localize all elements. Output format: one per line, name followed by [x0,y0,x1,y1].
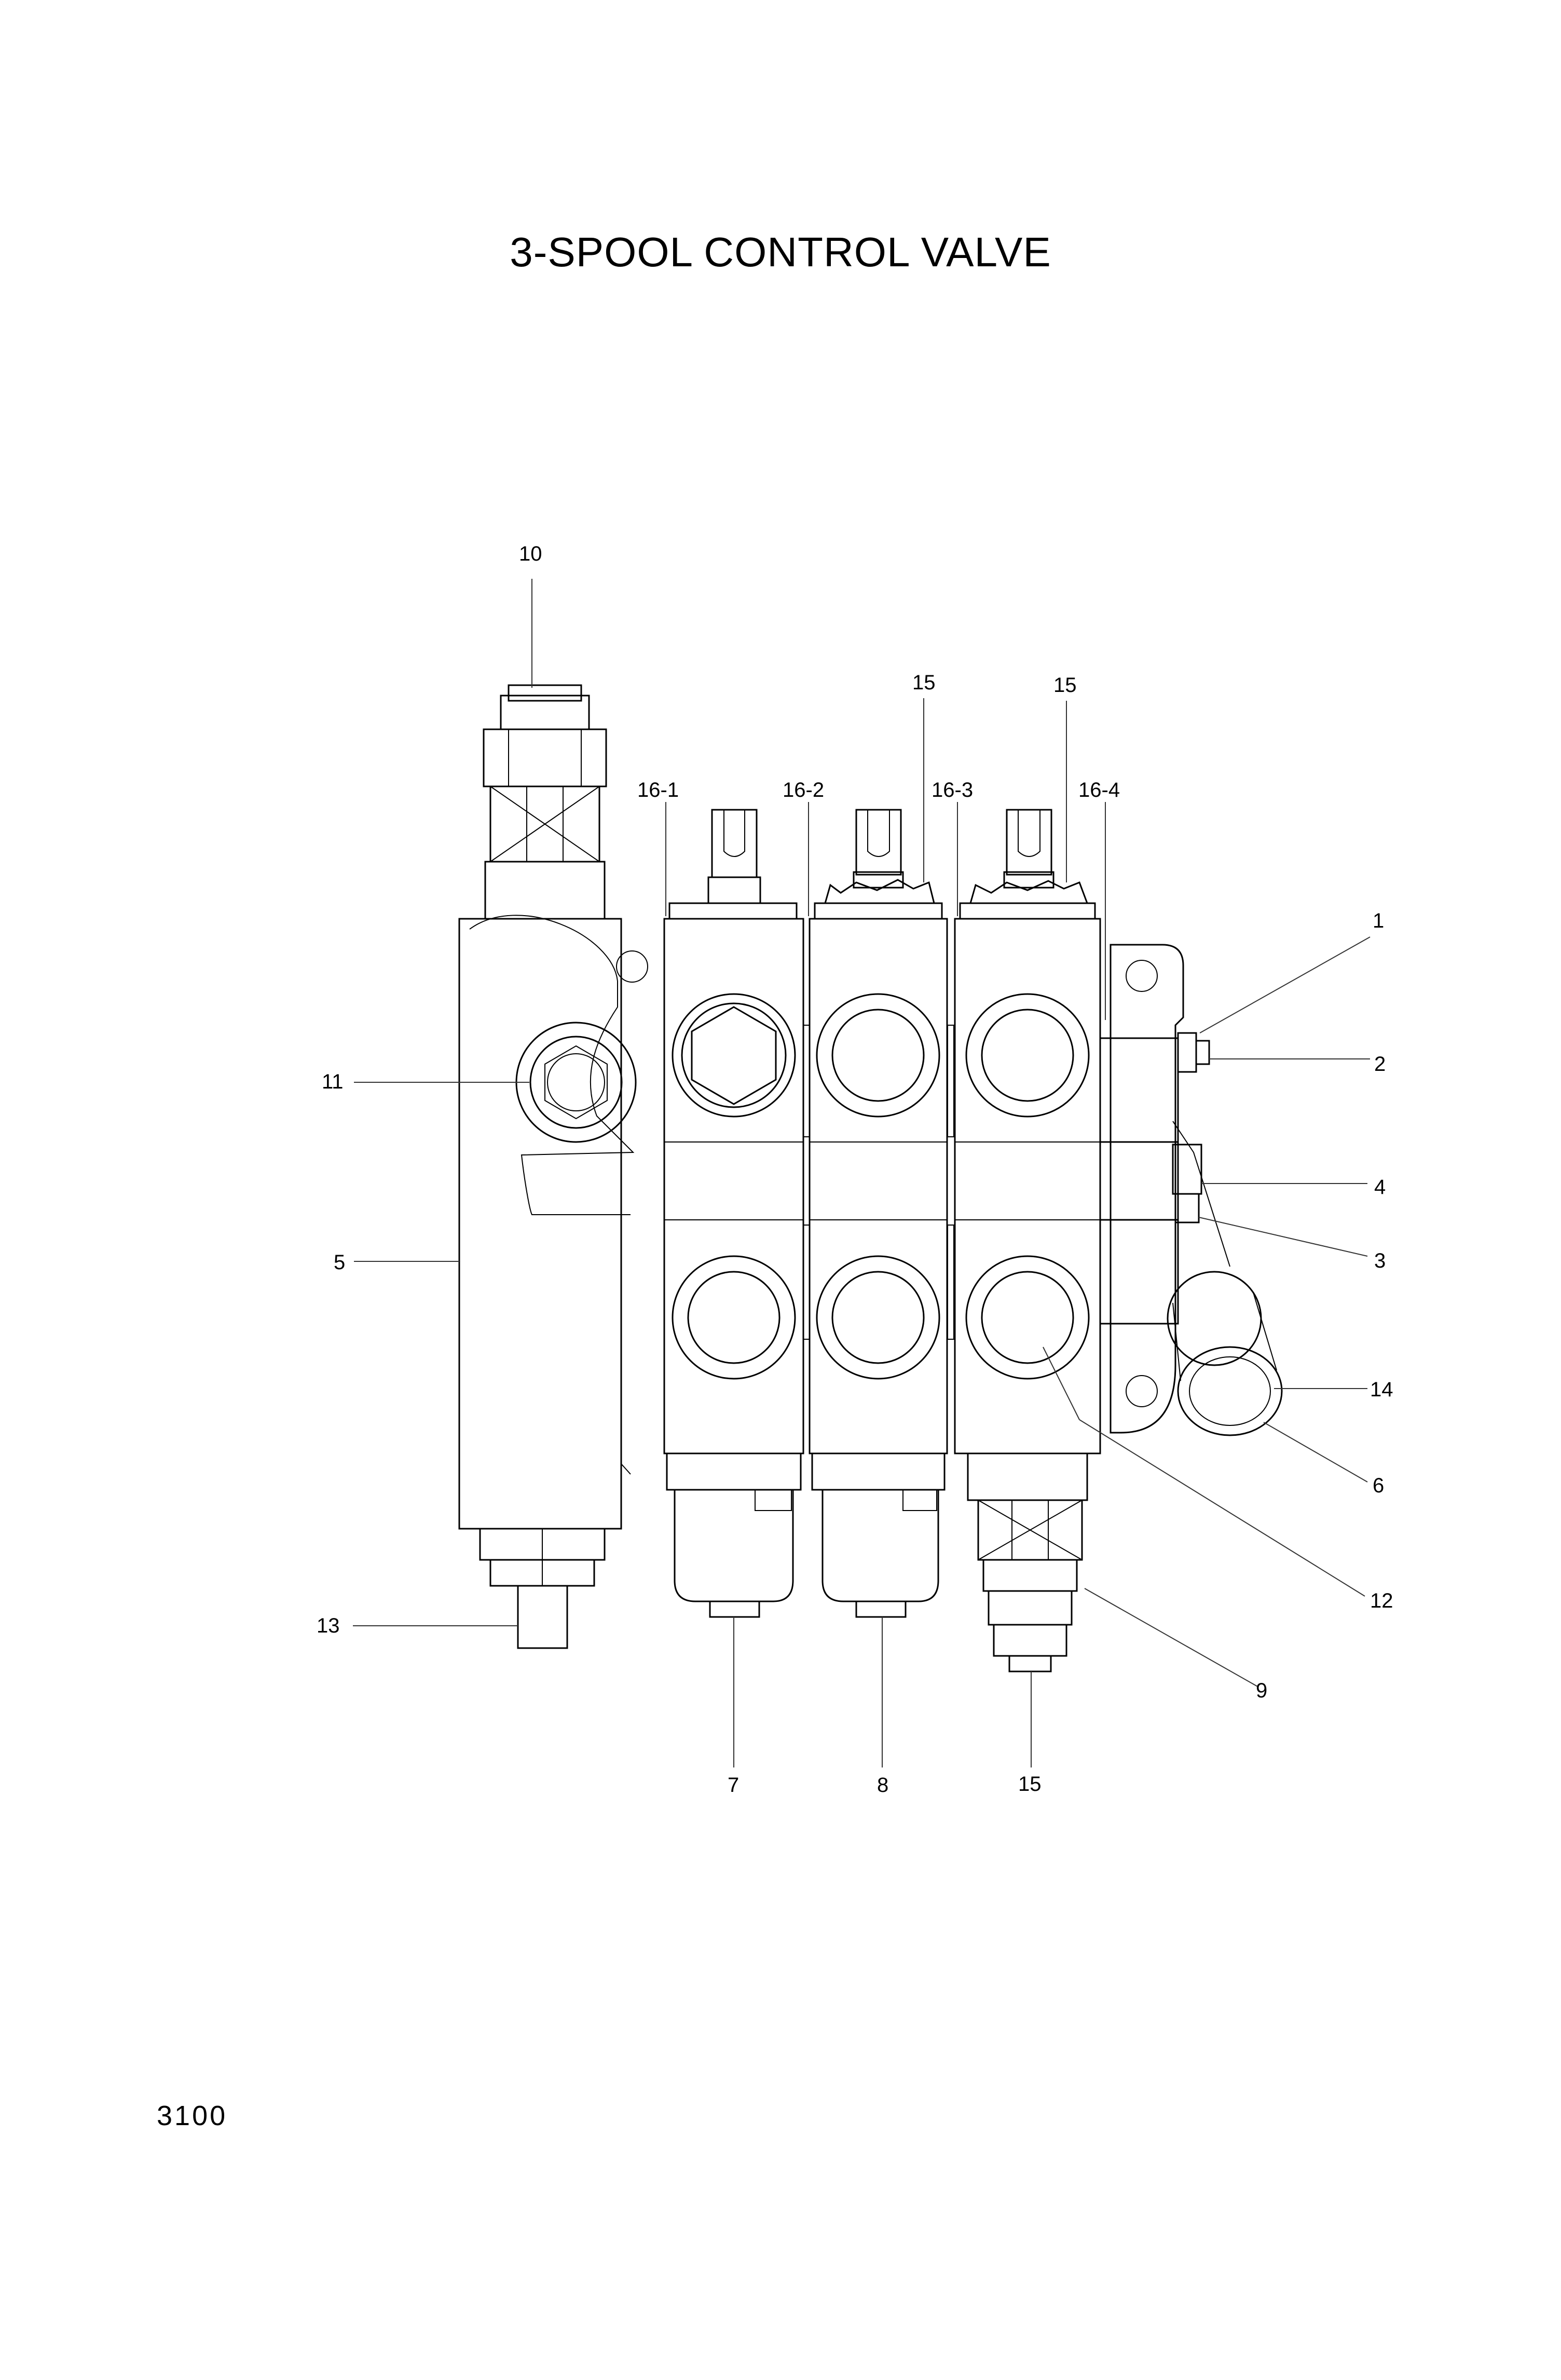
callout-16-4: 16-4 [1078,779,1120,801]
leader-lines [353,579,1371,1767]
callout-2: 2 [1374,1053,1386,1076]
relief-valve-body [458,684,648,1649]
spool-section-2 [809,809,948,1618]
callout-15-top-a: 15 [912,671,936,694]
callout-11: 11 [322,1070,344,1093]
callout-7: 7 [728,1774,739,1797]
callout-1: 1 [1373,909,1384,932]
callout-16-3: 16-3 [932,779,973,801]
page-title: 3-SPOOL CONTROL VALVE [510,229,1051,275]
callout-5: 5 [334,1251,345,1274]
callout-13: 13 [317,1614,340,1637]
end-cover [1099,944,1283,1436]
callout-6: 6 [1373,1474,1384,1497]
section-gaskets [803,1025,954,1340]
callout-16-2: 16-2 [783,779,824,801]
callout-12: 12 [1370,1589,1393,1612]
callout-15-top-b: 15 [1053,674,1077,697]
callout-8: 8 [877,1774,888,1797]
page-number: 3100 [157,2100,228,2131]
callout-15-bottom: 15 [1018,1773,1042,1796]
callout-3: 3 [1374,1249,1386,1272]
callout-16-1: 16-1 [637,779,679,801]
callout-10: 10 [519,542,542,565]
callout-4: 4 [1374,1176,1386,1199]
callout-14: 14 [1370,1378,1393,1401]
spool-section-1 [663,809,804,1618]
spool-section-3 [954,809,1101,1672]
callout-9: 9 [1256,1679,1267,1702]
